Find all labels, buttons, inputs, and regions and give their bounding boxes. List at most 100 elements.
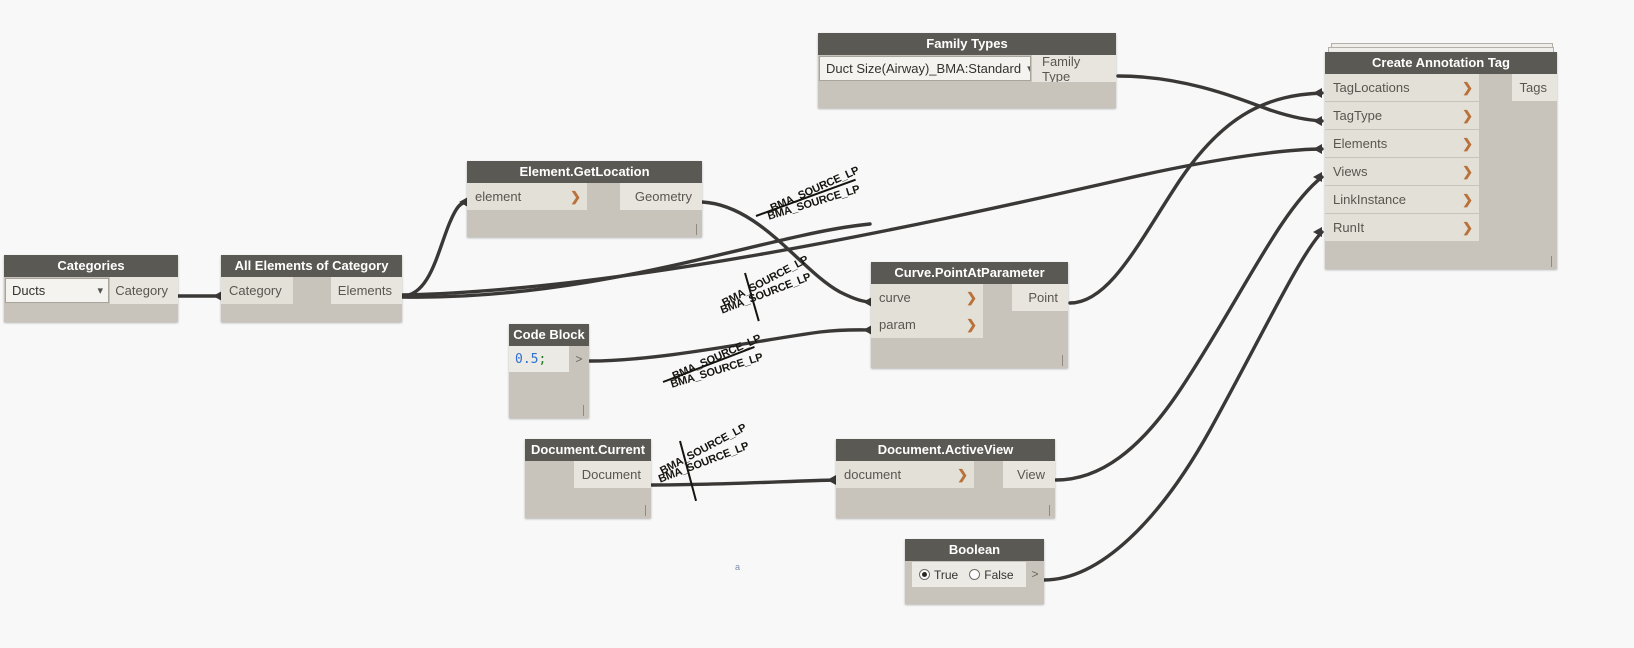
port-row: element ❯ Geometry (467, 183, 702, 210)
chevron-down-icon: ▾ (97, 285, 103, 297)
node-body: TagLocations ❯ Tags TagType ❯ Elements ❯ (1325, 74, 1557, 269)
chevron-right-icon: ❯ (1462, 164, 1473, 179)
output-port-label: Category (115, 283, 168, 298)
input-port-label: document (844, 467, 902, 482)
node-document-current[interactable]: Document.Current Document (525, 439, 651, 518)
input-port-tagtype[interactable]: TagType ❯ (1325, 102, 1479, 129)
node-family-types[interactable]: Family Types Duct Size(Airway)_BMA:Stand… (818, 33, 1116, 108)
boolean-toggle-group[interactable]: True False (912, 562, 1027, 587)
input-port-runit[interactable]: RunIt ❯ (1325, 214, 1479, 241)
input-port-document[interactable]: document ❯ (836, 461, 974, 488)
resize-grip[interactable] (583, 405, 584, 416)
port-row: Views ❯ (1325, 158, 1557, 186)
node-code-block[interactable]: Code Block 0.5; > (509, 324, 589, 418)
watermark-text: BMA_SOURCE_LP (768, 164, 861, 215)
watermark-strike (744, 272, 760, 322)
output-port-label: Family Type (1042, 53, 1081, 84)
output-port-label: Geometry (634, 189, 692, 204)
watermark-text-overlap: BMA_SOURCE_LP (718, 271, 813, 317)
input-port-param[interactable]: param ❯ (871, 311, 983, 338)
chevron-right-icon: ❯ (570, 189, 581, 204)
input-port-linkinstance[interactable]: LinkInstance ❯ (1325, 186, 1479, 213)
radio-false[interactable] (969, 569, 981, 580)
port-row: document ❯ View (836, 461, 1055, 488)
node-footer (818, 82, 1116, 108)
resize-grip[interactable] (1049, 505, 1050, 516)
node-curve-pointatparameter[interactable]: Curve.PointAtParameter curve ❯ Point par… (871, 262, 1068, 368)
family-types-dropdown[interactable]: Duct Size(Airway)_BMA:Standard ▾ (819, 56, 1031, 81)
output-port-point[interactable]: Point (1012, 284, 1068, 311)
node-footer (905, 587, 1044, 604)
node-create-annotation-tag[interactable]: Create Annotation Tag TagLocations ❯ Tag… (1325, 52, 1557, 269)
wire-getlocation-to-curve (700, 200, 874, 304)
node-title: Boolean (905, 539, 1044, 561)
node-title: Element.GetLocation (467, 161, 702, 183)
input-port-label: TagType (1333, 108, 1383, 123)
wire-point-to-taglocations (1068, 91, 1324, 305)
resize-grip[interactable] (696, 224, 697, 235)
node-footer (871, 338, 1068, 368)
node-title: Create Annotation Tag (1325, 52, 1557, 74)
chevron-right-icon: ❯ (966, 317, 977, 332)
node-title: Document.Current (525, 439, 651, 461)
watermark-text-overlap: BMA_SOURCE_LP (766, 183, 862, 223)
code-row: 0.5; > (509, 346, 589, 372)
output-port-elements[interactable]: Elements (331, 277, 402, 304)
port-row: Duct Size(Airway)_BMA:Standard ▾ Family … (818, 53, 1116, 84)
code-terminator: ; (538, 351, 547, 367)
output-port-codeblock[interactable]: > (568, 346, 589, 372)
categories-dropdown[interactable]: Ducts ▾ (5, 278, 109, 303)
input-port-taglocations[interactable]: TagLocations ❯ (1325, 74, 1479, 101)
node-element-getlocation[interactable]: Element.GetLocation element ❯ Geometry (467, 161, 702, 237)
chevron-right-icon: ❯ (1462, 108, 1473, 123)
wire-boolean-to-runit (1042, 230, 1324, 582)
radio-false-label: False (984, 567, 1014, 582)
chevron-right-icon: ❯ (1462, 80, 1473, 95)
resize-grip[interactable] (1062, 355, 1063, 366)
input-port-element[interactable]: element ❯ (467, 183, 587, 210)
code-value: 0.5 (515, 351, 539, 367)
node-body: Category Elements (221, 277, 402, 322)
node-title: Family Types (818, 33, 1116, 55)
chevron-right-icon: ❯ (1462, 220, 1473, 235)
radio-true-label: True (934, 567, 959, 582)
node-body: Duct Size(Airway)_BMA:Standard ▾ Family … (818, 53, 1116, 108)
node-body: True False > (905, 561, 1044, 604)
output-port-tags[interactable]: Tags (1512, 74, 1557, 101)
resize-grip[interactable] (1551, 256, 1552, 267)
output-port-label: > (575, 352, 583, 366)
port-row: Document (525, 461, 651, 488)
output-port-view[interactable]: View (1003, 461, 1055, 488)
input-port-category[interactable]: Category (221, 277, 293, 304)
output-port-category[interactable]: Category (110, 277, 178, 304)
output-port-family-type[interactable]: Family Type (1032, 53, 1116, 84)
output-port-label: View (1017, 467, 1045, 482)
node-body: element ❯ Geometry (467, 183, 702, 237)
node-footer (467, 210, 702, 237)
code-block-editor[interactable]: 0.5; (509, 346, 569, 372)
port-row: LinkInstance ❯ (1325, 186, 1557, 214)
node-title: Document.ActiveView (836, 439, 1055, 461)
input-port-curve[interactable]: curve ❯ (871, 284, 983, 311)
radio-true[interactable] (919, 569, 930, 580)
node-footer (836, 488, 1055, 518)
resize-grip[interactable] (645, 505, 646, 516)
output-port-document[interactable]: Document (574, 461, 651, 488)
boolean-row: True False > (905, 561, 1044, 587)
node-title: Categories (4, 255, 178, 277)
node-document-activeview[interactable]: Document.ActiveView document ❯ View (836, 439, 1055, 518)
node-categories[interactable]: Categories Ducts ▾ Category (4, 255, 178, 322)
output-port-boolean[interactable]: > (1026, 562, 1044, 586)
node-title: Code Block (509, 324, 589, 346)
watermark-text: BMA_SOURCE_LP (720, 253, 811, 310)
output-port-geometry[interactable]: Geometry (620, 183, 702, 210)
wire-allelements-to-getlocation (400, 200, 470, 298)
node-all-elements-of-category[interactable]: All Elements of Category Category Elemen… (221, 255, 402, 322)
node-boolean[interactable]: Boolean True False > (905, 539, 1044, 604)
input-port-label: param (879, 317, 916, 332)
input-port-elements[interactable]: Elements ❯ (1325, 130, 1479, 157)
input-port-views[interactable]: Views ❯ (1325, 158, 1479, 185)
node-body: 0.5; > (509, 346, 589, 418)
chevron-right-icon: ❯ (957, 467, 968, 482)
